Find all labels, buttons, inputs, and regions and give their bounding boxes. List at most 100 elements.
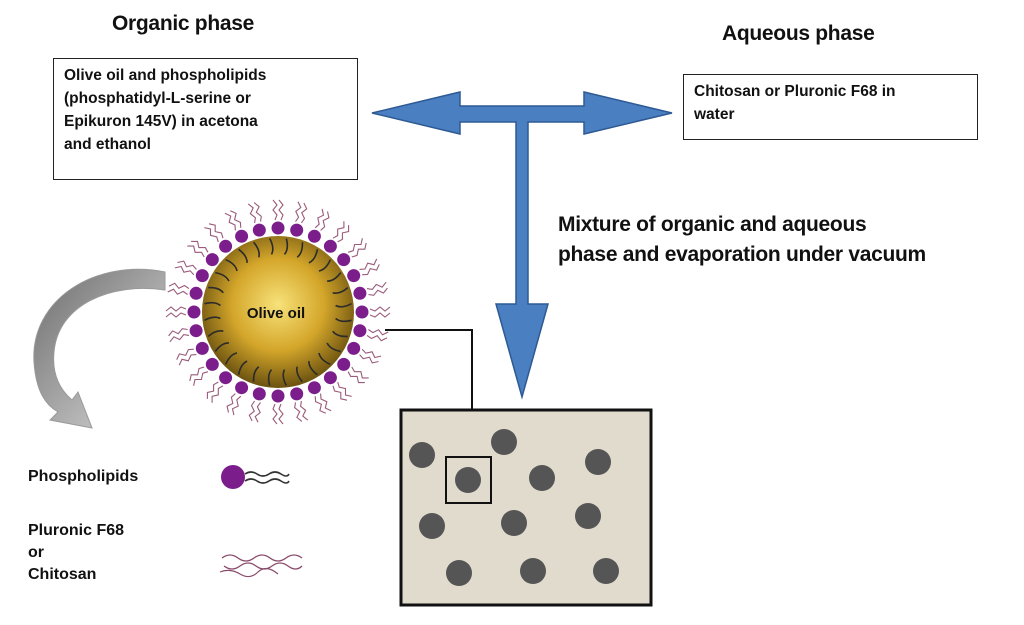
phospholipid-tail	[300, 202, 308, 224]
inner-chain	[326, 342, 341, 353]
organic-phase-box: Olive oil and phospholipids (phosphatidy…	[53, 58, 358, 180]
nanoparticle	[446, 560, 472, 586]
inner-chain	[332, 330, 348, 338]
phospholipid-tail	[204, 227, 219, 243]
inner-chain	[252, 241, 260, 258]
inner-chain	[335, 302, 352, 308]
phospholipid-head	[323, 239, 337, 253]
phospholipid-head	[347, 341, 361, 355]
olive-oil-label: Olive oil	[247, 305, 305, 322]
process-caption: Mixture of organic and aqueous phase and…	[558, 210, 926, 270]
phospholipid-head	[323, 371, 337, 385]
organic-phase-heading: Organic phase	[112, 12, 254, 35]
legend-phospholipid-icon	[221, 465, 290, 489]
phospholipid-head	[195, 269, 209, 283]
phospholipid-head	[205, 253, 219, 267]
legend-phospholipid-tail-1	[244, 471, 290, 477]
nanoparticle	[529, 465, 555, 491]
inner-chain	[225, 258, 238, 272]
aqueous-phase-heading: Aqueous phase	[722, 22, 875, 45]
legend-polymer-chain-3	[219, 567, 279, 578]
inner-chain	[335, 317, 352, 323]
organic-box-line-3: Epikuron 145V) in acetona	[64, 113, 258, 130]
nanoparticle	[585, 449, 611, 475]
phospholipid-tail	[272, 403, 278, 425]
inner-chain	[318, 259, 332, 272]
organic-box-line-1: Olive oil and phospholipids	[64, 67, 267, 84]
phospholipid-tail	[230, 210, 242, 228]
phospholipid-head	[252, 223, 266, 237]
phospholipid-tail	[366, 281, 387, 290]
phospholipid-tail	[337, 225, 350, 243]
phospholipid-tail	[295, 201, 302, 222]
phospholipid-head	[290, 387, 304, 401]
legend-polymer-chain-2	[223, 562, 303, 570]
aqueous-box-line-1: Chitosan or Pluronic F68 in	[694, 83, 896, 100]
inner-chain	[296, 242, 304, 258]
phospholipid-head	[307, 229, 321, 243]
phospholipid-tail	[351, 366, 369, 379]
phospholipid-tail	[165, 306, 187, 312]
phospholipid-tail	[189, 366, 205, 382]
phospholipid-head	[187, 305, 201, 319]
phospholipid-tail	[359, 354, 379, 364]
nanoparticle	[409, 442, 435, 468]
nanoparticle	[419, 513, 445, 539]
phospholipid-head	[205, 357, 219, 371]
nanoparticle	[455, 467, 481, 493]
phospholipid-head	[219, 371, 233, 385]
process-caption-line-2: phase and evaporation under vacuum	[558, 243, 926, 266]
phospholipid-tail	[247, 203, 256, 224]
inner-chain	[332, 286, 349, 294]
legend-phospholipid-head	[221, 465, 245, 489]
phospholipid-tail	[314, 208, 325, 229]
phospholipid-head	[271, 389, 285, 403]
phospholipid-tail	[211, 385, 224, 403]
phospholipid-tail	[366, 334, 388, 342]
suspension-container	[399, 408, 653, 607]
phospholipid-tail	[231, 395, 242, 416]
legend-phospholipid-tail-2	[244, 478, 290, 484]
legend-polymer-chain-1	[221, 554, 303, 562]
phospholipid-tail	[314, 396, 326, 414]
legend-polymer-label: Pluronic F68 or Chitosan	[28, 520, 124, 586]
inner-chain	[204, 301, 221, 307]
nanocapsule: Olive oil	[165, 199, 391, 425]
phospholipid-tail	[177, 260, 197, 270]
phospholipid-head	[189, 324, 203, 338]
inner-chain	[318, 352, 331, 366]
phospholipid-tail	[369, 306, 391, 312]
inner-chain	[308, 361, 318, 376]
phospholipid-tail	[224, 212, 236, 231]
aqueous-box-line-2: water	[694, 106, 735, 123]
phospholipid-tail	[347, 371, 365, 384]
phospholipid-tail	[168, 328, 188, 337]
phospholipid-tail	[300, 400, 309, 421]
phospholipid-head	[290, 223, 304, 237]
phospholipid-head	[195, 341, 209, 355]
phospholipid-tail	[169, 334, 190, 343]
phospholipid-tails	[165, 199, 391, 425]
phospholipid-head	[235, 229, 249, 243]
nanoparticle	[520, 558, 546, 584]
phospholipid-tail	[347, 238, 363, 253]
phospholipid-tail	[187, 245, 205, 258]
nanoparticle	[501, 510, 527, 536]
legend-polymer-line-3: Chitosan	[28, 566, 97, 583]
phospholipid-head	[271, 221, 285, 235]
phospholipid-tail	[191, 240, 209, 253]
mixing-arrow	[371, 91, 673, 400]
phospholipid-tail	[337, 381, 352, 397]
phospholipid-tail	[253, 202, 262, 222]
phospholipid-tail	[206, 381, 219, 399]
phospholipid-head	[355, 305, 369, 319]
inner-chain	[267, 369, 273, 386]
legend-phospholipids-label: Phospholipids	[28, 468, 139, 485]
organic-box-line-4: and ethanol	[64, 136, 151, 153]
organic-box-line-2: (phosphatidyl-L-serine or	[64, 90, 251, 107]
phospholipid-tail	[176, 348, 194, 360]
phospholipid-tail	[174, 265, 195, 276]
mixing-arrow-shape	[371, 91, 673, 400]
phospholipid-tail	[165, 312, 187, 318]
